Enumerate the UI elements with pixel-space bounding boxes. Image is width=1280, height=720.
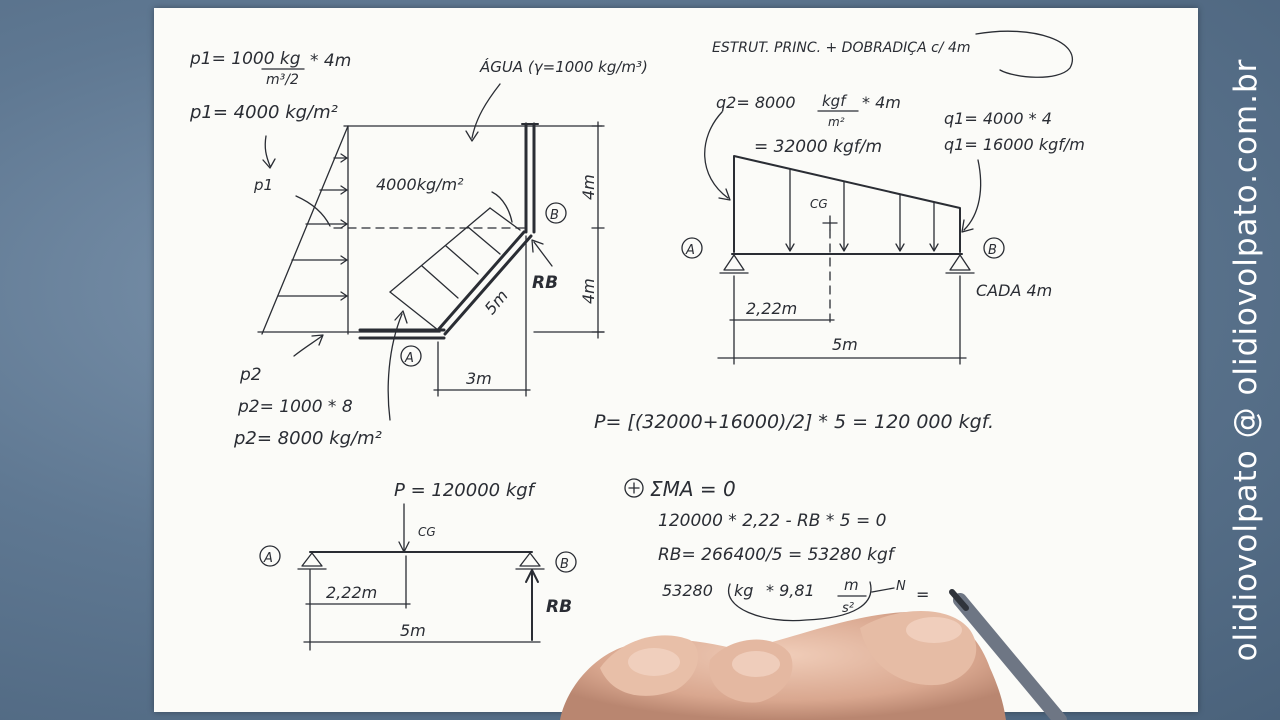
span-label: 5m xyxy=(400,621,426,640)
load-arrows xyxy=(785,168,939,252)
support-b xyxy=(519,552,541,567)
arrowhead xyxy=(961,219,974,233)
node-b-label: B xyxy=(988,243,997,258)
support-b xyxy=(949,254,971,271)
gate-pressure-diagram xyxy=(389,207,521,331)
each-label: CADA 4m xyxy=(976,281,1052,300)
span-label: 5m xyxy=(832,335,858,354)
arrowhead xyxy=(525,569,539,583)
p2-value: p2= 8000 kg/m² xyxy=(233,428,382,449)
equation-3-s2: s² xyxy=(842,601,854,616)
node-b-label: B xyxy=(560,557,569,572)
height-top-label: 4m xyxy=(579,174,598,200)
node-a-label: A xyxy=(263,551,273,566)
equation-1: 120000 * 2,22 - RB * 5 = 0 xyxy=(658,511,886,531)
cg-label: CG xyxy=(810,197,828,211)
pressure-label: 4000kg/m² xyxy=(376,175,464,194)
arrowhead xyxy=(465,130,479,142)
moment-sum: ΣMA = 0 xyxy=(650,477,736,501)
equilibrium-equations: ΣMA = 0 120000 * 2,22 - RB * 5 = 0 RB= 2… xyxy=(624,477,929,622)
p1-leader xyxy=(295,195,331,227)
q2-value: = 32000 kgf/m xyxy=(754,137,882,157)
dam-diagram: p1= 1000 kg m³/2 * 4m p1= 4000 kg/m² p1 … xyxy=(189,49,648,449)
structure-title: ESTRUT. PRINC. + DOBRADIÇA c/ 4m xyxy=(712,40,971,56)
equation-3-value: 53280 xyxy=(662,581,713,600)
arrowhead xyxy=(718,188,731,201)
p1-pointer-arrow xyxy=(264,135,271,167)
title-cloud xyxy=(975,30,1073,78)
q2-unit-numerator: kgf xyxy=(822,92,848,110)
inclined-length-label: 5m xyxy=(481,286,512,318)
resultant-equation: P= [(32000+16000)/2] * 5 = 120 000 kgf. xyxy=(594,411,994,433)
watermark: olidiovolpato @ olidiovolpato.com.br xyxy=(1212,0,1280,720)
equation-3-kg: kg xyxy=(734,581,753,600)
node-a-circle xyxy=(400,345,422,367)
p2-pointer-arrow xyxy=(293,335,323,357)
equation-3-m: m xyxy=(844,576,859,594)
support-a xyxy=(301,552,323,567)
p2-label: p2 xyxy=(239,365,262,385)
point-load-diagram: P = 120000 kgf CG A B RB 2,22m 5m xyxy=(259,480,577,651)
node-a-circle xyxy=(681,237,703,259)
node-a-label: A xyxy=(685,243,695,258)
plate-pointer-arrow xyxy=(387,313,403,421)
cg-distance-label: 2,22m xyxy=(746,299,797,318)
equation-2: RB= 266400/5 = 53280 kgf xyxy=(658,545,897,565)
p1-formula: p1= 1000 kg xyxy=(189,49,301,69)
arrowhead xyxy=(531,239,544,253)
unit-arrow xyxy=(871,587,895,593)
q2-pointer-arrow xyxy=(704,111,729,199)
node-b-label: B xyxy=(550,208,559,223)
rb-label: RB xyxy=(546,597,572,617)
arrowhead xyxy=(262,158,276,169)
pressure-arrows xyxy=(277,153,348,301)
q1-pointer-arrow xyxy=(963,159,982,231)
node-b-circle xyxy=(555,551,577,573)
rotation-sign-icon xyxy=(624,478,644,498)
height-bottom-label: 4m xyxy=(579,278,598,304)
q1-value: q1= 16000 kgf/m xyxy=(944,135,1085,154)
pressure-diagram-hypotenuse xyxy=(261,125,349,335)
equation-3-gravity: * 9,81 xyxy=(766,581,815,600)
trapezoid-load-outline xyxy=(733,155,961,253)
point-load-label: P = 120000 kgf xyxy=(394,480,537,501)
water-label: ÁGUA (γ=1000 kg/m³) xyxy=(479,57,648,76)
q2-formula: q2= 8000 xyxy=(716,93,796,112)
inclined-gate-outer xyxy=(443,234,533,336)
p1-formula-mult: * 4m xyxy=(310,51,351,71)
inclined-gate xyxy=(436,230,526,332)
p1-formula-denominator: m³/2 xyxy=(266,72,299,88)
cg-label: CG xyxy=(418,525,436,539)
arrowhead xyxy=(311,334,324,346)
cg-distance-label: 2,22m xyxy=(326,583,377,602)
equation-3-newton: N xyxy=(896,579,906,594)
q2-unit-denominator: m² xyxy=(828,115,845,129)
node-b-circle xyxy=(983,237,1005,259)
trapezoid-load-diagram: ESTRUT. PRINC. + DOBRADIÇA c/ 4m q2= 800… xyxy=(681,30,1085,365)
node-b-circle xyxy=(545,202,567,224)
p1-label: p1 xyxy=(253,176,273,194)
equation-3-equals: = xyxy=(916,585,929,604)
pressure-leader xyxy=(491,191,513,223)
p2-formula: p2= 1000 * 8 xyxy=(237,397,353,417)
rb-label: RB xyxy=(532,273,558,293)
water-pointer-arrow xyxy=(471,83,501,139)
paper-sheet: p1= 1000 kg m³/2 * 4m p1= 4000 kg/m² p1 … xyxy=(154,8,1198,712)
q1-formula: q1= 4000 * 4 xyxy=(944,109,1052,128)
node-a-circle xyxy=(259,545,281,567)
support-a xyxy=(723,254,745,271)
arrowhead xyxy=(394,310,408,324)
node-a-label: A xyxy=(404,351,414,366)
horizontal-length-label: 3m xyxy=(466,369,492,388)
rb-arrow xyxy=(533,241,553,267)
p1-value: p1= 4000 kg/m² xyxy=(189,102,338,123)
watermark-text: olidiovolpato @ olidiovolpato.com.br xyxy=(1228,58,1264,662)
q2-formula-mult: * 4m xyxy=(862,93,901,112)
handwritten-drawing: p1= 1000 kg m³/2 * 4m p1= 4000 kg/m² p1 … xyxy=(189,30,1085,651)
